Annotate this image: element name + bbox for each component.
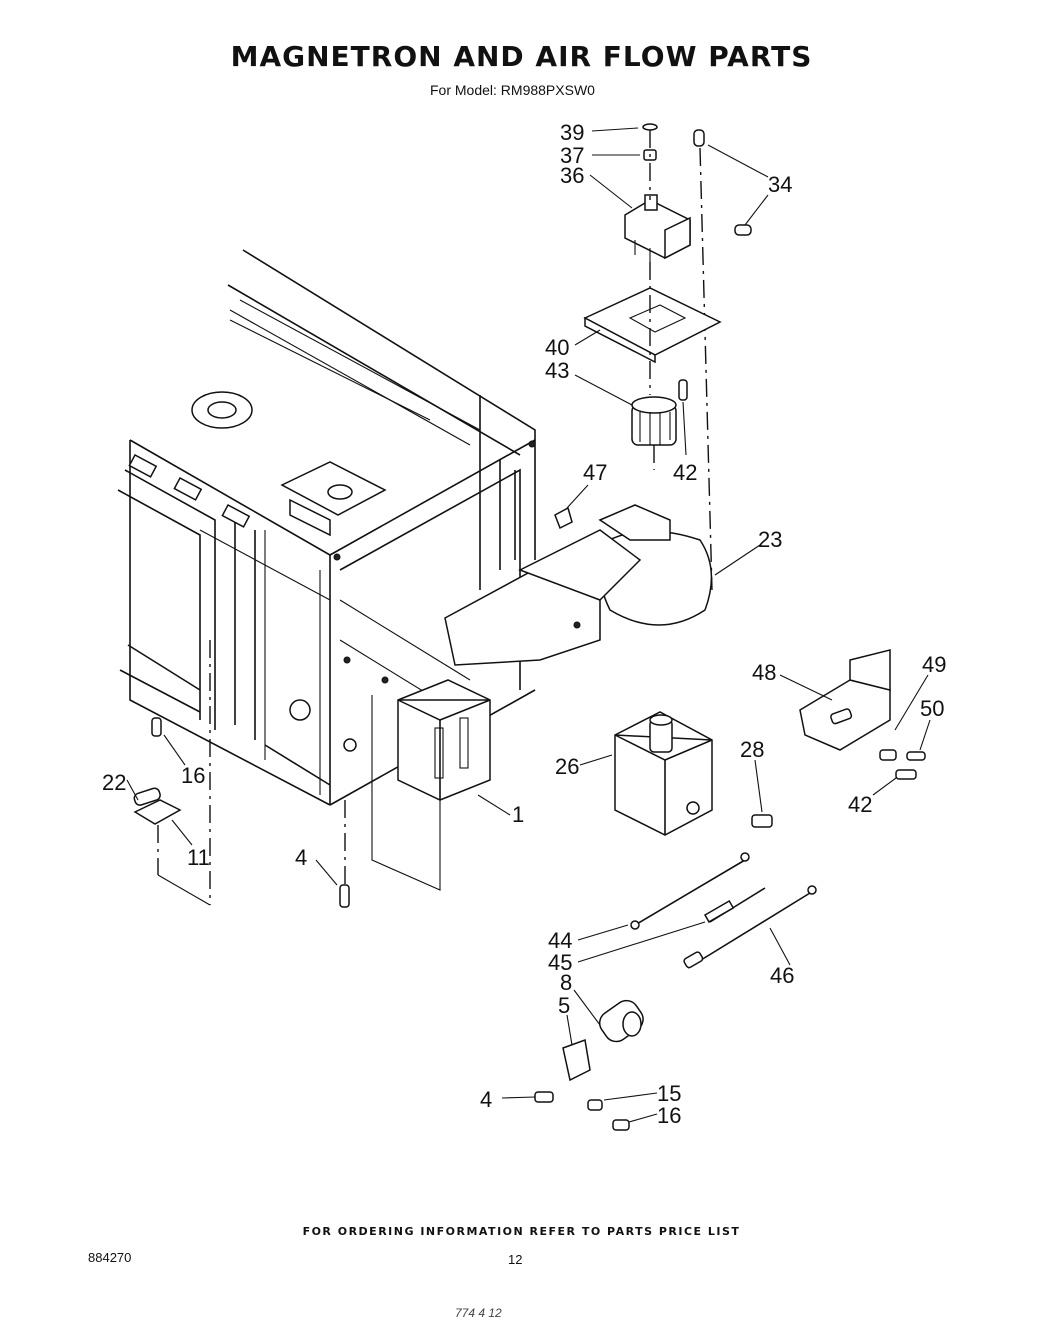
- part-4-screw-lower: [534, 1091, 554, 1103]
- callout-16-lower: 16: [657, 1103, 681, 1128]
- callout-22: 22: [102, 770, 126, 795]
- part-22-fuse: [133, 787, 161, 806]
- callout-15: 15: [657, 1081, 681, 1106]
- document-number: 884270: [88, 1250, 132, 1265]
- part-47-clip: [554, 506, 573, 530]
- callout-26: 26: [555, 754, 579, 779]
- part-50-screw: [906, 751, 926, 761]
- part-28-thermostat: [751, 814, 773, 828]
- part-42-screw-lower: [895, 769, 917, 780]
- model-line: For Model: RM988PXSW0: [430, 82, 595, 98]
- part-34-screw-top: [693, 129, 705, 147]
- page-title: MAGNETRON AND AIR FLOW PARTS: [230, 40, 813, 73]
- top-mount-bracket: [280, 461, 387, 537]
- oven-cabinet: [117, 249, 536, 806]
- callout-39: 39: [560, 120, 584, 145]
- callout-37: 37: [560, 143, 584, 168]
- part-16-screw-lower: [612, 1119, 630, 1131]
- callout-5: 5: [558, 993, 570, 1018]
- callout-47: 47: [583, 460, 607, 485]
- callout-44: 44: [548, 928, 572, 953]
- part-8-capacitor: [598, 999, 644, 1043]
- part-11-fuse-holder: [133, 799, 182, 825]
- callout-42-lower: 42: [848, 792, 872, 817]
- part-26-magnetron: [614, 711, 713, 836]
- part-45-wire: [703, 887, 766, 923]
- callout-48: 48: [752, 660, 776, 685]
- page-number: 12: [508, 1252, 523, 1267]
- callout-43: 43: [545, 358, 569, 383]
- callout-46: 46: [770, 963, 794, 988]
- callout-34: 34: [768, 172, 792, 197]
- part-1-transformer: [397, 679, 491, 801]
- callout-49: 49: [922, 652, 946, 677]
- callout-labels: 39 37 36 34 40 43 42 47 23 48 49 50 26 2…: [102, 120, 946, 1128]
- part-15-diode: [587, 1099, 603, 1111]
- part-16-screw-left: [151, 717, 162, 737]
- part-36-thermal-cutout: [624, 194, 691, 262]
- part-46-wire: [683, 885, 817, 969]
- part-4-screw-left: [339, 884, 350, 908]
- callout-16-left: 16: [181, 763, 205, 788]
- part-39-clip: [642, 123, 658, 131]
- bottom-mark: 774 4 12: [455, 1306, 502, 1320]
- part-40-mounting-plate: [583, 287, 722, 364]
- callout-4-lower: 4: [480, 1087, 492, 1112]
- part-42-screw-upper: [678, 379, 688, 401]
- callout-4-left: 4: [295, 845, 307, 870]
- callout-40: 40: [545, 335, 569, 360]
- part-48-bracket: [799, 649, 891, 751]
- part-44-wire: [630, 852, 750, 930]
- callout-50: 50: [920, 696, 944, 721]
- part-49-fitting: [879, 749, 897, 761]
- part-34-screw: [734, 224, 752, 236]
- callout-23: 23: [758, 527, 782, 552]
- callout-42-upper: 42: [673, 460, 697, 485]
- part-23-air-duct: [444, 504, 713, 666]
- callout-36: 36: [560, 163, 584, 188]
- leader-lines: [126, 127, 931, 1123]
- callout-28: 28: [740, 737, 764, 762]
- part-43-fan-hub: [631, 396, 677, 446]
- callout-8: 8: [560, 970, 572, 995]
- callout-11: 11: [187, 845, 210, 870]
- ordering-note: FOR ORDERING INFORMATION REFER TO PARTS …: [302, 1225, 741, 1238]
- callout-1: 1: [512, 802, 524, 827]
- callout-45: 45: [548, 950, 572, 975]
- part-5-bracket: [562, 1038, 591, 1082]
